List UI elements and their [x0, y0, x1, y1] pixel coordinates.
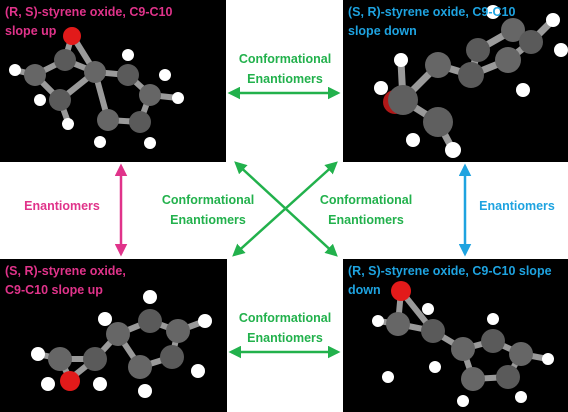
- relation-label-top: Conformational Enantiomers: [238, 52, 332, 86]
- panel-label-bottom-right: (R, S)-styrene oxide, C9-C10 slope down: [348, 264, 552, 297]
- panel-label-bottom-left: (S, R)-styrene oxide, C9-C10 slope up: [5, 264, 126, 297]
- panel-label-top-right: (S, R)-styrene oxide, C9-C10 slope down: [348, 5, 516, 38]
- panel-top-right: (S, R)-styrene oxide, C9-C10 slope down: [343, 0, 568, 162]
- panel-bottom-right: (R, S)-styrene oxide, C9-C10 slope down: [343, 259, 568, 412]
- relation-label-diag-right: Conformational Enantiomers: [319, 193, 413, 227]
- molecule-model-top-right: [374, 5, 568, 158]
- panel-top-left: (R, S)-styrene oxide, C9-C10 slope up: [0, 0, 226, 162]
- relation-label-bottom: Conformational Enantiomers: [238, 311, 332, 345]
- relation-label-left: Enantiomers: [24, 199, 100, 213]
- molecule-model-top-left: [9, 27, 184, 149]
- panel-label-top-left: (R, S)-styrene oxide, C9-C10 slope up: [5, 5, 173, 38]
- molecule-model-bottom-right: [372, 281, 554, 407]
- relation-label-diag-left: Conformational Enantiomers: [161, 193, 255, 227]
- molecule-model-bottom-left: [31, 290, 212, 398]
- panel-bottom-left: (S, R)-styrene oxide, C9-C10 slope up: [0, 259, 227, 412]
- relation-label-right: Enantiomers: [479, 199, 555, 213]
